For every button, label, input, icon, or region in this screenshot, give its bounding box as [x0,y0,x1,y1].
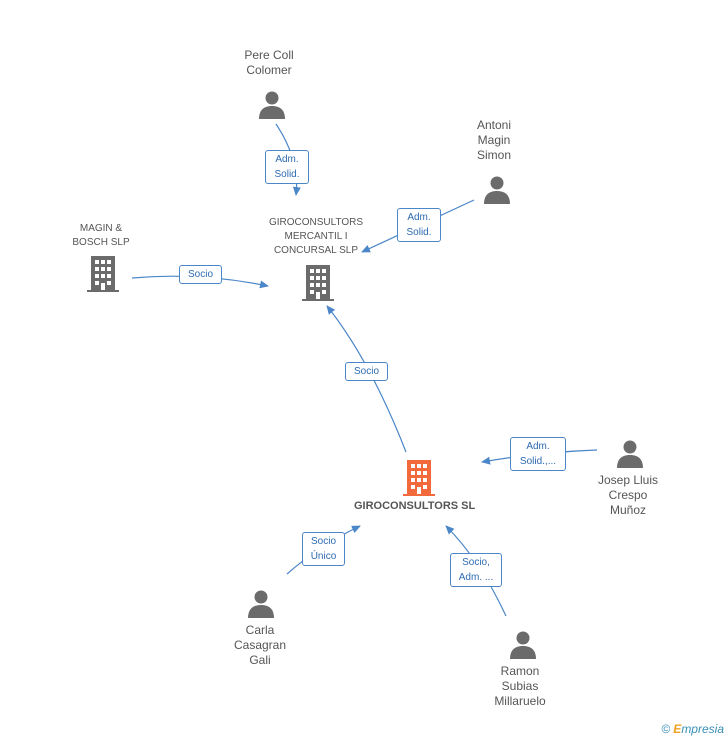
edge-label-line: Adm. [275,154,299,165]
label-line: CONCURSAL SLP [273,245,359,256]
label-line: Simon [476,148,511,162]
node-magin-bosch-slp[interactable]: MAGIN & BOSCH SLP [56,222,146,250]
edge-label-line: Socio [310,536,336,547]
node-ramon-subias-millaruelo[interactable]: Ramon Subias Millaruelo [482,664,558,709]
label-line: Colomer [246,63,292,77]
person-icon [510,631,536,659]
label-line: BOSCH SLP [72,237,130,248]
edge-label-carla-socio-unico[interactable]: Socio Único [302,532,345,566]
label-line: Ramon [500,664,540,678]
label-line: Muñoz [609,503,647,517]
edge-label-line: Socio [353,366,379,377]
person-icon [259,91,285,119]
brand-initial: E [673,722,682,736]
node-carla-casagran-gali[interactable]: Carla Casagran Gali [222,623,298,668]
label-line: Crespo [608,488,648,502]
node-pere-coll-colomer[interactable]: Pere Coll Colomer [228,48,310,78]
edge-label-line: Adm. [407,212,431,223]
edge-label-line: Solid. [274,169,300,180]
brand-name: mpresia [681,722,724,736]
copyright-icon: © [661,722,671,736]
person-icon [617,440,643,468]
label-line: Subias [501,679,539,693]
label-line: Gali [249,653,271,667]
label-line: Carla [245,623,275,637]
person-icon [248,590,274,618]
main-company-building-icon [403,460,435,496]
edge-label-ramon-socio-adm[interactable]: Socio, Adm. ... [450,553,502,587]
label-line: Casagran [233,638,287,652]
label-line: MERCANTIL I [284,231,348,242]
edge-label-line: Único [310,551,337,562]
node-josep-lluis-crespo-munoz[interactable]: Josep Lluis Crespo Muñoz [588,473,668,518]
edge-label-sl-socio[interactable]: Socio [345,362,388,381]
label-line: MAGIN & [79,223,123,234]
node-giroconsultors-mercantil[interactable]: GIROCONSULTORS MERCANTIL I CONCURSAL SLP [256,216,376,258]
label-line: Antoni [476,118,512,132]
edge-label-line: Socio [187,269,213,280]
label-line: Pere Coll [244,48,294,62]
person-icon [484,176,510,204]
node-giroconsultors-sl[interactable]: GIROCONSULTORS SL [354,500,476,512]
edge-label-line: Adm. ... [458,572,494,583]
edge-label-line: Socio, [462,557,490,568]
building-icon [302,265,334,301]
edge-label-pere-adm-solid[interactable]: Adm. Solid. [265,150,309,184]
edge-label-line: Solid.,... [519,456,557,467]
label-line: Millaruelo [494,694,546,708]
label-line: GIROCONSULTORS [268,217,364,228]
edge-label-antoni-adm-solid[interactable]: Adm. Solid. [397,208,441,242]
empresia-brand-logo: ©Empresia [661,722,724,736]
label-line: Josep Lluis [597,473,659,487]
edge-label-josep-adm-solid[interactable]: Adm. Solid.,... [510,437,566,471]
edge-label-line: Adm. [526,441,550,452]
edge-label-magin-socio[interactable]: Socio [179,265,222,284]
label-line: Magin [477,133,511,147]
building-icon [87,256,119,292]
edge-label-line: Solid. [406,227,432,238]
node-antoni-magin-simon[interactable]: Antoni Magin Simon [456,118,532,163]
